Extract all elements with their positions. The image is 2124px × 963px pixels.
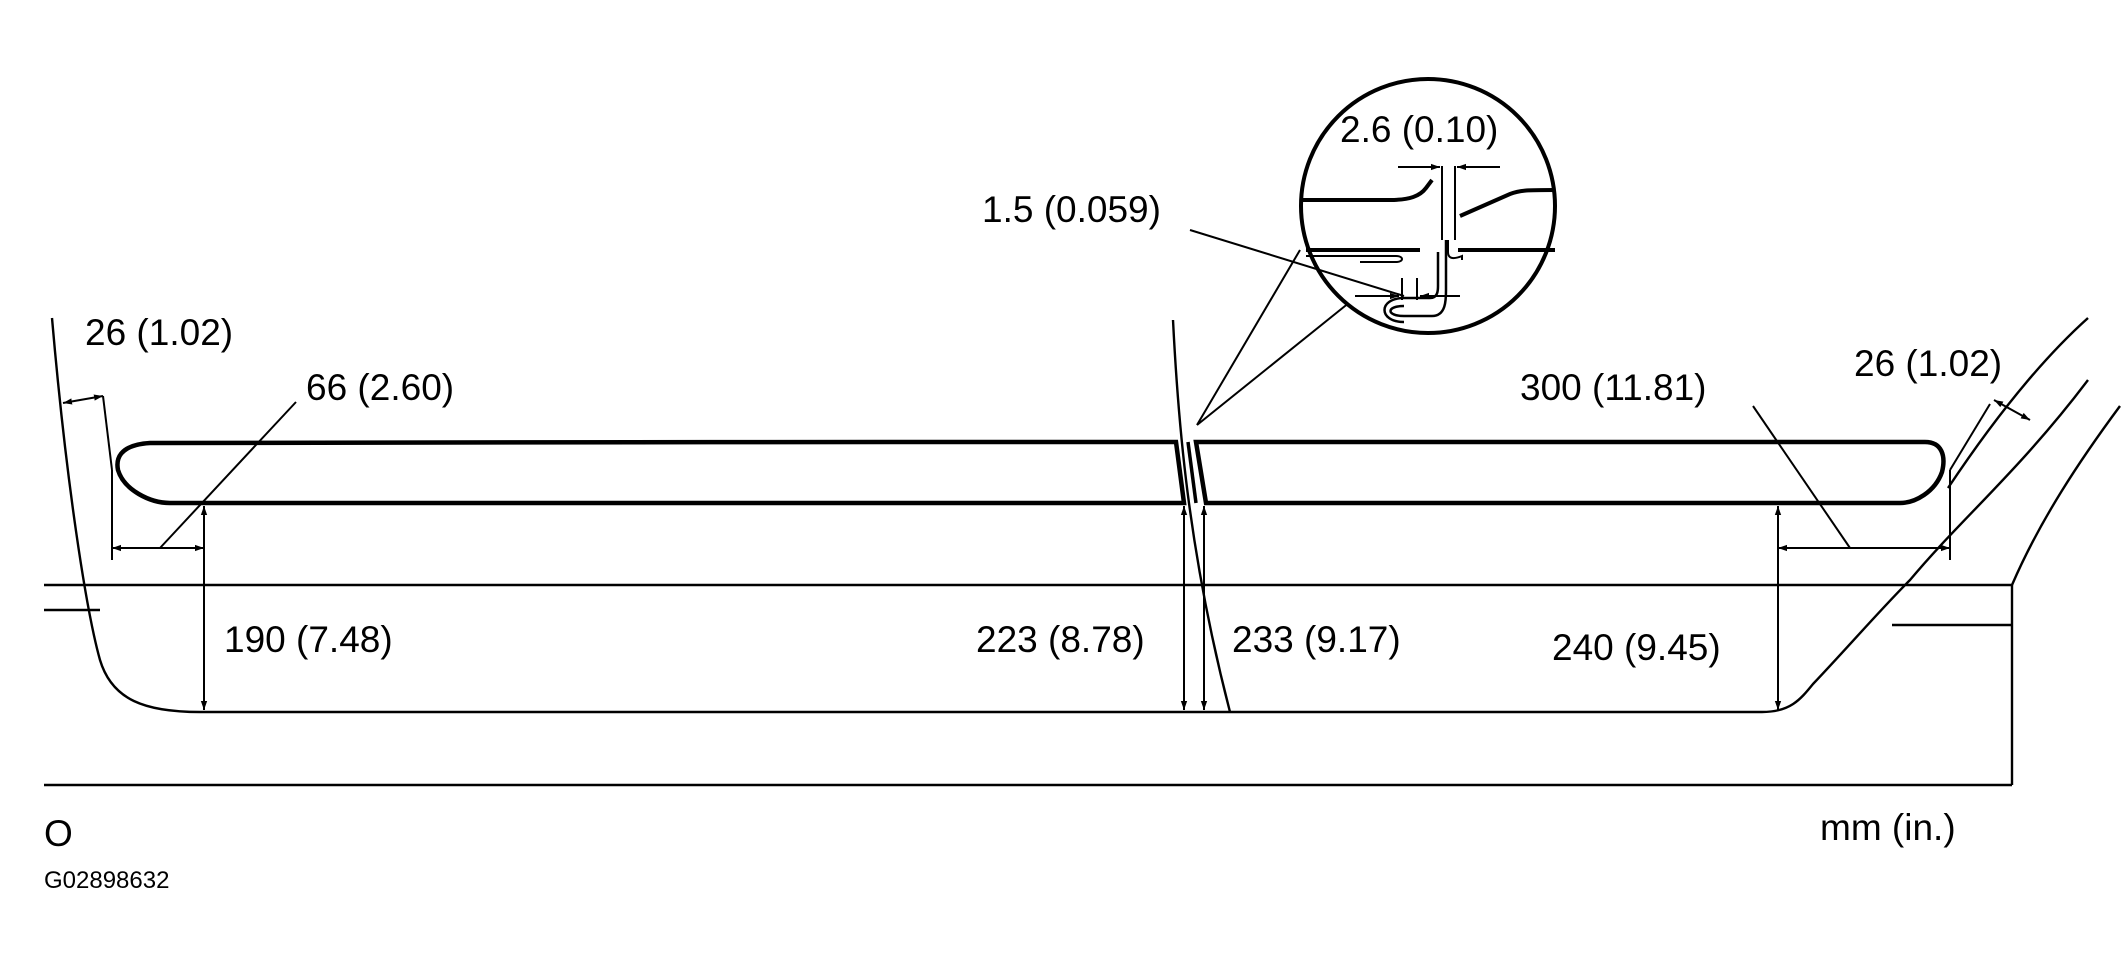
lh-end-offset-label: 66 (2.60) bbox=[306, 367, 454, 408]
dimension-labels: 26 (1.02) 66 (2.60) 190 (7.48) 223 (8.78… bbox=[44, 109, 2002, 894]
moulding-rear bbox=[1193, 439, 1946, 506]
moulding-front bbox=[115, 439, 1187, 506]
detail-overlap-gap-label: 1.5 (0.059) bbox=[982, 189, 1161, 230]
detail-joint-gap-label: 2.6 (0.10) bbox=[1340, 109, 1498, 150]
lh-height-label: 190 (7.48) bbox=[224, 619, 393, 660]
dimension-lines bbox=[62, 249, 2031, 710]
figure-code: G02898632 bbox=[44, 867, 169, 894]
body-outline bbox=[44, 317, 2121, 787]
detail-magnifier bbox=[1189, 77, 1557, 335]
joint-gap bbox=[1174, 441, 1198, 504]
rh-end-offset-label: 300 (11.81) bbox=[1520, 367, 1707, 408]
units-label: mm (in.) bbox=[1820, 807, 1956, 848]
marker-label: O bbox=[44, 813, 73, 854]
rh-end-gap-label: 26 (1.02) bbox=[1854, 343, 2002, 384]
rh-height-label: 240 (9.45) bbox=[1552, 627, 1721, 668]
joint-rear-height-label: 233 (9.17) bbox=[1232, 619, 1401, 660]
lh-end-gap-label: 26 (1.02) bbox=[85, 312, 233, 353]
joint-front-height-label: 223 (8.78) bbox=[976, 619, 1145, 660]
